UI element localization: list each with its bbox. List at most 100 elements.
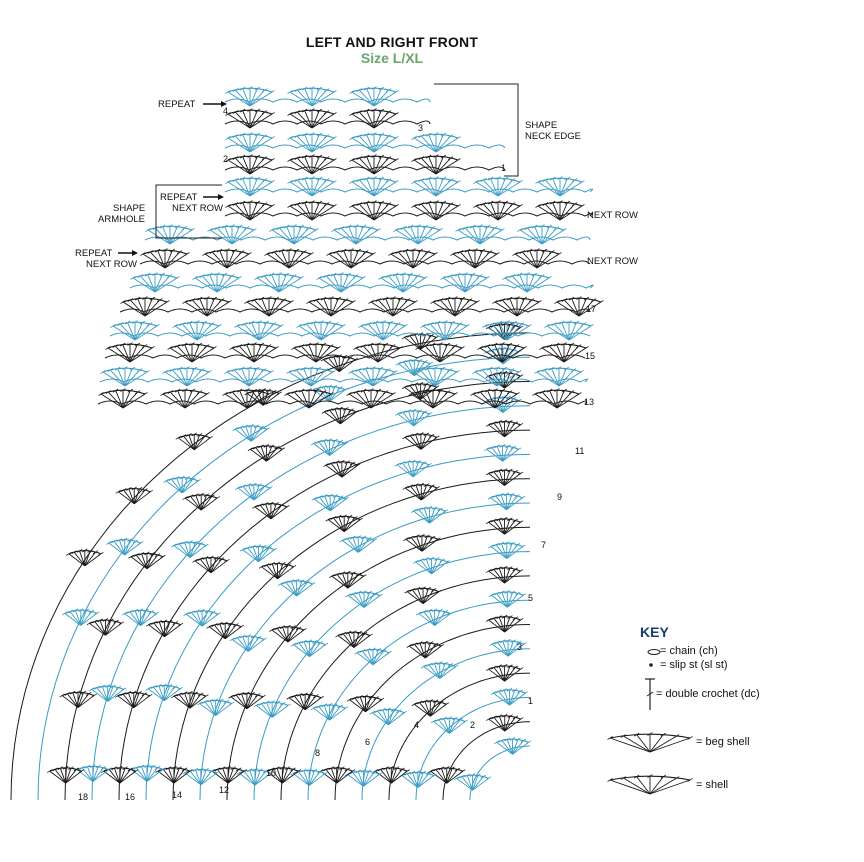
shell-symbol <box>192 272 242 293</box>
shell-symbol <box>378 272 428 293</box>
shell-symbol <box>411 176 461 197</box>
shell-symbol <box>517 224 567 245</box>
key-title: KEY <box>640 624 669 640</box>
shell-symbol <box>86 618 125 636</box>
chain-wave <box>224 166 506 171</box>
shell-symbol <box>290 768 328 786</box>
shell-symbol <box>412 556 451 575</box>
shell-symbol <box>410 505 449 524</box>
shell-symbol <box>339 535 377 553</box>
shell-symbol <box>472 366 522 387</box>
shell-symbol <box>286 692 324 711</box>
shell-symbol <box>349 200 399 221</box>
shell-symbol <box>62 608 100 626</box>
shell-symbol <box>395 358 433 376</box>
shell-symbol <box>358 320 408 341</box>
key-shell-symbol <box>607 774 693 795</box>
shell-symbol <box>482 320 532 341</box>
shell-symbol <box>222 388 272 409</box>
shell-symbol <box>206 621 244 640</box>
shell-symbol <box>368 296 418 317</box>
shell-symbol <box>74 764 112 782</box>
row-number: 4 <box>414 720 420 730</box>
shell-symbol <box>290 639 329 657</box>
shell-symbol <box>490 687 529 706</box>
row-number: 1 <box>501 163 507 173</box>
shell-symbol <box>264 248 314 269</box>
shell-symbol <box>224 366 274 387</box>
chain-wave <box>129 284 594 289</box>
shell-symbol <box>411 132 461 153</box>
row-number: 16 <box>125 792 136 802</box>
shell-symbol <box>349 86 399 107</box>
shell-symbol <box>232 424 270 442</box>
shell-symbol <box>182 296 232 317</box>
shell-symbol <box>286 366 336 387</box>
row-number: 12 <box>219 785 230 795</box>
shell-symbol <box>534 366 584 387</box>
arc-row <box>334 624 531 801</box>
shell-symbol <box>306 296 356 317</box>
shell-symbol <box>46 765 85 784</box>
shell-symbol <box>145 683 183 702</box>
shell-symbol <box>196 698 235 716</box>
shell-symbol <box>329 570 367 589</box>
chart-subtitle: Size L/XL <box>360 50 424 66</box>
shell-symbol <box>353 342 403 363</box>
shell-symbol <box>395 408 433 427</box>
shell-symbol <box>393 224 443 245</box>
shell-symbol <box>59 690 97 708</box>
shell-symbol <box>269 224 319 245</box>
shell-symbol <box>171 690 209 709</box>
armhole-bracket <box>155 184 222 239</box>
shell-symbol <box>354 647 392 666</box>
shell-symbol <box>440 272 490 293</box>
shell-symbol <box>258 561 297 580</box>
shell-symbol <box>310 438 349 456</box>
shell-symbol <box>128 764 166 782</box>
label-next-row-a: NEXT ROW <box>587 210 639 221</box>
shell-symbol <box>121 608 160 626</box>
shell-symbol <box>167 342 217 363</box>
key-shell-label: = shell <box>696 779 729 791</box>
chain-wave <box>97 400 587 405</box>
shell-symbol <box>269 624 307 643</box>
shell-symbol <box>348 366 398 387</box>
shell-symbol <box>411 154 461 175</box>
shell-symbol <box>369 707 408 726</box>
shell-symbol <box>175 432 213 451</box>
key-chain-label: = chain (ch) <box>660 645 718 657</box>
shell-symbol <box>128 551 166 570</box>
shell-symbol <box>485 468 524 486</box>
shell-symbol <box>171 540 209 558</box>
shell-symbol <box>335 630 373 648</box>
shell-symbol <box>484 395 522 413</box>
shell-symbol <box>344 769 383 787</box>
arc-row <box>280 575 531 801</box>
shell-symbol <box>430 716 469 734</box>
row-number: 7 <box>541 540 547 550</box>
shell-symbol <box>485 614 524 633</box>
shell-symbol <box>229 634 267 652</box>
shell-symbol <box>346 388 396 409</box>
shell-arcs-group <box>10 322 532 801</box>
chain-wave <box>139 260 591 265</box>
shell-symbol <box>372 765 411 784</box>
shell-symbol <box>120 296 170 317</box>
shell-symbol <box>403 534 441 552</box>
label-repeat-armhole-2: NEXT ROW <box>172 203 224 214</box>
shell-symbol <box>321 406 360 425</box>
row-number: 10 <box>266 768 277 778</box>
label-shape-armhole-1: SHAPE <box>113 203 146 214</box>
shell-symbol <box>489 638 527 657</box>
shell-symbol <box>415 608 454 626</box>
label-repeat-side-2: NEXT ROW <box>86 259 138 270</box>
shell-symbol <box>411 200 461 221</box>
shell-symbol <box>485 565 524 584</box>
shell-symbol <box>287 176 337 197</box>
shell-symbol <box>325 514 363 533</box>
shell-symbol <box>485 419 524 438</box>
row-number: 14 <box>172 790 183 800</box>
row-number: 3 <box>517 642 523 652</box>
chain-wave <box>224 212 594 217</box>
